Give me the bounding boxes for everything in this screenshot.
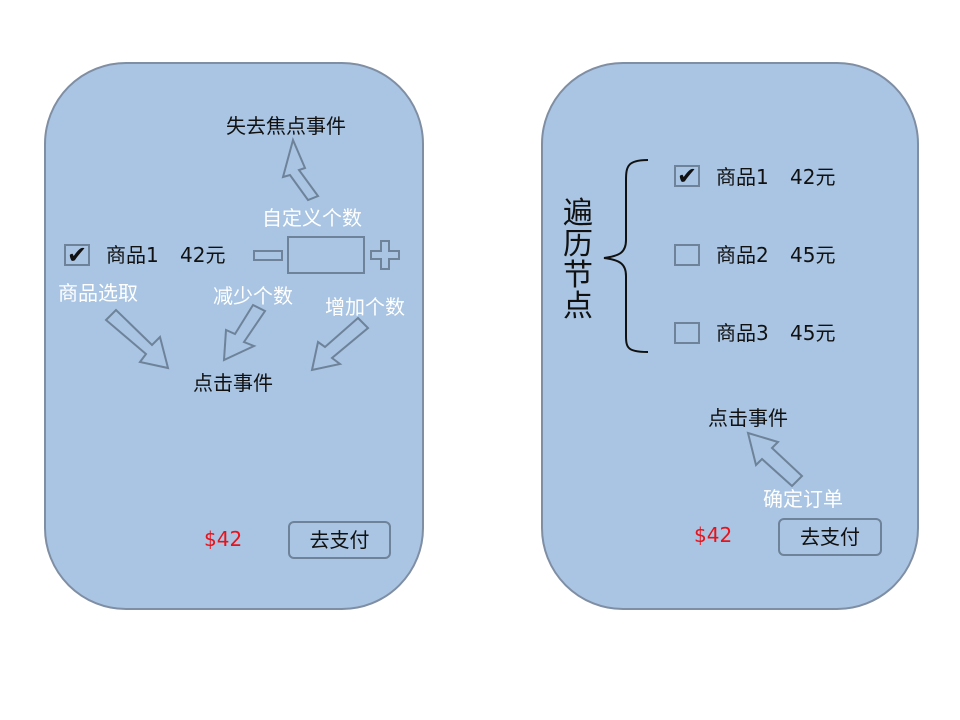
minus-icon[interactable]: [253, 250, 283, 261]
item-1-name: 商品1: [716, 165, 769, 189]
blur-event-label: 失去焦点事件: [226, 114, 346, 138]
header-char: 遍: [563, 196, 593, 231]
quantity-input[interactable]: [287, 236, 365, 274]
click-event-label: 点击事件: [193, 371, 273, 395]
increase-label: 增加个数: [325, 295, 405, 319]
pay-button[interactable]: 去支付: [778, 518, 882, 556]
total-price: $42: [204, 527, 243, 551]
click-event-label: 点击事件: [708, 406, 788, 430]
item-2-checkbox[interactable]: [674, 244, 700, 266]
item-3-name: 商品3: [716, 321, 769, 345]
item-price: 42元: [180, 243, 226, 267]
item-2-name: 商品2: [716, 243, 769, 267]
confirm-order-label: 确定订单: [763, 487, 843, 511]
traverse-nodes-label: 遍 历 节 点: [560, 198, 596, 322]
item-1-price: 42元: [790, 165, 836, 189]
item-3-price: 45元: [790, 321, 836, 345]
decrease-label: 减少个数: [213, 284, 293, 308]
item-name: 商品1: [106, 243, 159, 267]
check-icon: ✔: [676, 162, 698, 190]
header-char: 节: [563, 258, 593, 293]
item-3-checkbox[interactable]: [674, 322, 700, 344]
total-price: $42: [694, 523, 733, 547]
item-checkbox[interactable]: ✔: [64, 241, 90, 269]
pay-button[interactable]: 去支付: [288, 521, 391, 559]
item-2-price: 45元: [790, 243, 836, 267]
select-item-label: 商品选取: [58, 281, 138, 305]
check-icon: ✔: [66, 241, 88, 269]
header-char: 历: [563, 227, 593, 262]
item-1-checkbox[interactable]: ✔: [674, 162, 700, 190]
header-char: 点: [563, 289, 593, 324]
custom-quantity-label: 自定义个数: [262, 206, 362, 230]
